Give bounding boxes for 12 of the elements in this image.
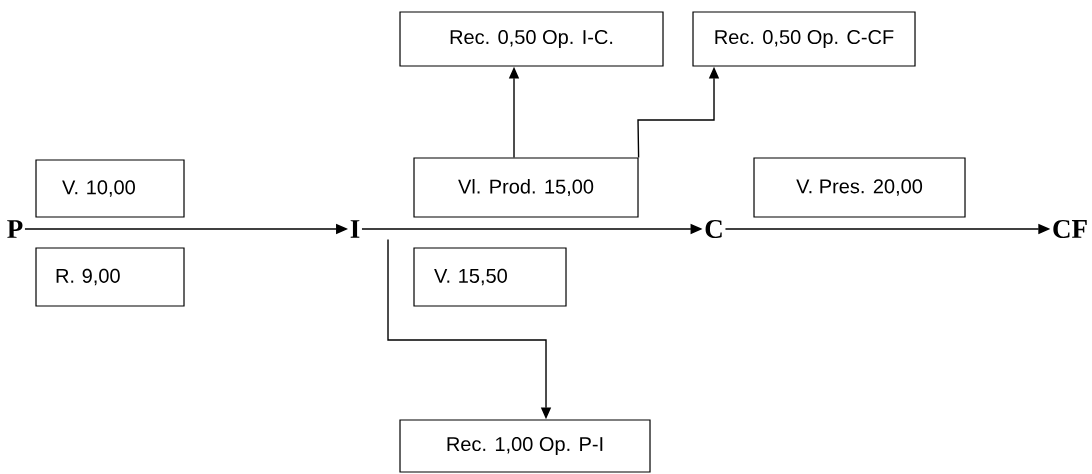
text-box: Rec. 1,00 Op. P-I (399, 419, 651, 473)
point-label: P (7, 220, 23, 238)
text-box: Vl. Prod. 15,00 (413, 157, 639, 218)
text-box: V. Pres. 20,00 (753, 157, 966, 218)
text-box: Rec. 0,50 Op. I-C. (399, 11, 664, 67)
text-box: Rec. 0,50 Op. C-CF (692, 11, 916, 67)
point-label: CF (1053, 219, 1087, 239)
text-box: V. 15,50 (413, 247, 567, 307)
point-label: I (350, 220, 360, 238)
point-label: C (705, 219, 722, 239)
text-box: R. 9,00 (35, 247, 185, 307)
text-box: V. 10,00 (35, 159, 185, 218)
